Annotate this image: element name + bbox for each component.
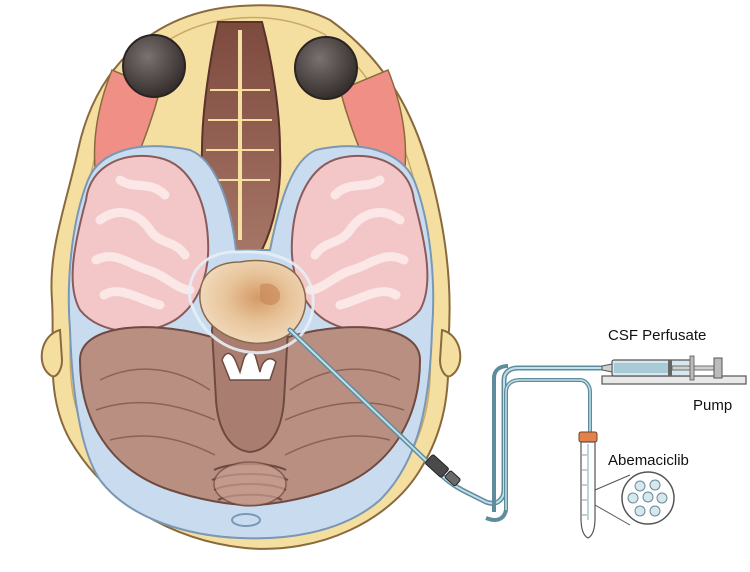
catheter-connector	[425, 454, 449, 478]
syringe-flange	[689, 355, 695, 381]
vermis-base	[213, 461, 287, 507]
right-temporal-gyri	[305, 175, 409, 310]
left-eye	[122, 34, 186, 98]
tube-graduations	[582, 454, 587, 516]
zoom-lines	[594, 474, 631, 526]
left-ear	[40, 328, 64, 378]
abemaciclib-molecules	[627, 479, 668, 517]
cerebellar-folia	[95, 368, 405, 456]
foramen-magnum	[231, 513, 261, 527]
collection-tube	[578, 431, 598, 539]
pump-base	[601, 375, 747, 385]
outflow-line-inner	[505, 379, 591, 510]
tube-cap	[578, 431, 598, 443]
syringe-tip	[601, 363, 613, 373]
syringe-plunger-head	[668, 360, 672, 376]
ethmoid-cells	[206, 89, 274, 181]
tumor-necrosis-patch	[260, 283, 281, 306]
syringe-fluid	[614, 363, 668, 373]
brainstem-tumor	[199, 259, 307, 345]
right-ear	[438, 328, 462, 378]
right-eye	[294, 36, 358, 100]
abemaciclib-label: Abemaciclib	[608, 452, 689, 469]
csf-perfusate-label: CSF Perfusate	[608, 327, 707, 344]
tumor-capsule	[188, 250, 315, 355]
left-temporal-gyri	[91, 175, 195, 310]
pump-pusher	[713, 357, 723, 379]
syringe-pump	[601, 355, 747, 385]
catheter-connector-2	[444, 470, 461, 487]
pump-label: Pump	[693, 397, 733, 414]
